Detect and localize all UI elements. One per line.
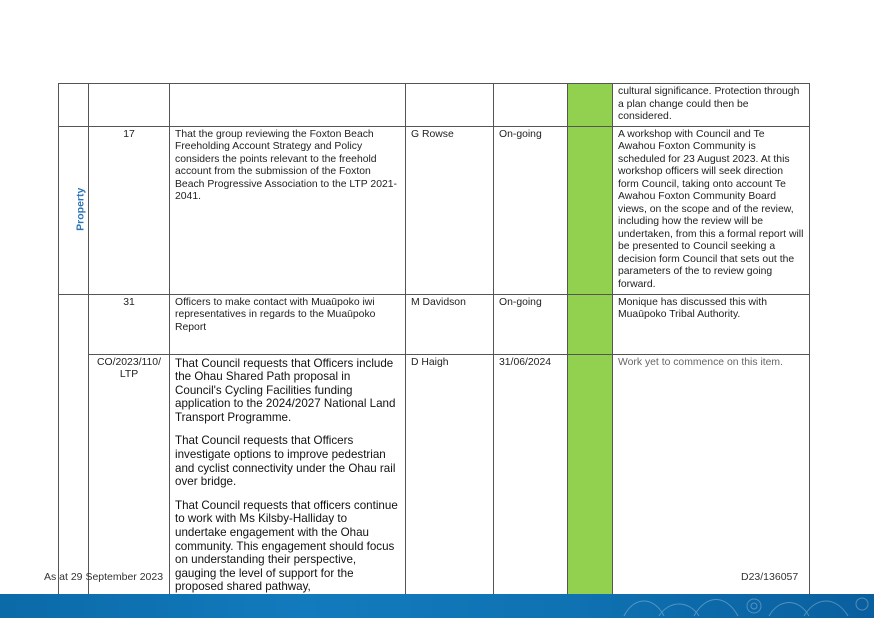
comment: cultural significance. Protection throug…	[612, 83, 810, 127]
date	[493, 83, 568, 127]
status-indicator	[567, 293, 613, 355]
action-text: That Council requests that Officers incl…	[169, 353, 406, 597]
date: 31/06/2024	[493, 353, 568, 597]
category-cell	[58, 83, 89, 127]
table-row: 31 Officers to make contact with Muaūpok…	[58, 293, 810, 597]
action-table: cultural significance. Protection throug…	[58, 83, 810, 597]
officer	[405, 83, 494, 127]
category-label: Property	[74, 187, 87, 232]
status-indicator	[567, 125, 613, 295]
document-reference: D23/136057	[741, 571, 799, 583]
comment: Work yet to commence on this item.	[612, 353, 810, 597]
action-paragraph: That Council requests that Officers incl…	[175, 356, 396, 424]
table-row: CO/2023/110/ LTP That Council requests t…	[59, 353, 810, 597]
comment: Monique has discussed this with Muaūpoko…	[612, 293, 810, 355]
officer: G Rowse	[405, 125, 494, 295]
action-paragraph: That Council requests that Officers inve…	[175, 434, 396, 489]
item-number: 31	[88, 293, 170, 355]
action-text: Officers to make contact with Muaūpoko i…	[169, 293, 406, 355]
item-number	[88, 83, 170, 127]
decorative-pattern-icon	[623, 597, 869, 617]
action-paragraph: That Council requests that officers cont…	[175, 498, 398, 594]
officer: M Davidson	[405, 293, 494, 355]
table-row: Property 17 That the group reviewing the…	[58, 125, 810, 295]
comment: A workshop with Council and Te Awahou Fo…	[612, 125, 810, 295]
item-number: CO/2023/110/ LTP	[88, 353, 170, 597]
officer: D Haigh	[405, 353, 494, 597]
status-indicator	[567, 83, 613, 127]
action-text: That the group reviewing the Foxton Beac…	[169, 125, 406, 295]
item-number: 17	[88, 125, 170, 295]
category-cell	[58, 293, 89, 597]
date: On-going	[493, 293, 568, 355]
category-cell: Property	[58, 125, 89, 295]
footer-date: As at 29 September 2023	[44, 571, 164, 583]
footer-band	[0, 594, 874, 618]
action-text	[169, 83, 406, 127]
table-row: cultural significance. Protection throug…	[58, 83, 810, 127]
date: On-going	[493, 125, 568, 295]
status-indicator	[567, 353, 613, 597]
